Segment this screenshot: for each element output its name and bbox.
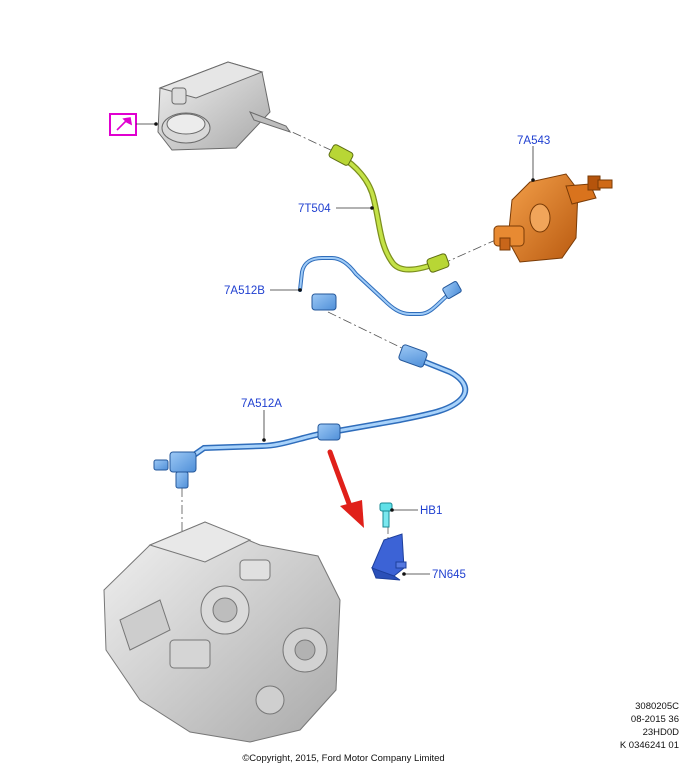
callout-7a543: 7A543: [517, 135, 550, 147]
leader-dots: [154, 122, 535, 576]
clutch-cylinder: [493, 173, 613, 263]
direction-arrow: [327, 449, 364, 528]
clutch-tube-b: [298, 256, 462, 316]
leader-lines: [263, 146, 534, 575]
assembly-centerlines: [181, 117, 501, 580]
clutch-tube-a: [153, 344, 469, 489]
callout-7t504: 7T504: [298, 203, 331, 215]
wrench-icon: [116, 117, 133, 131]
fluid-reservoir: [157, 61, 292, 151]
bracket: [371, 533, 407, 581]
callout-hb1: HB1: [420, 505, 442, 517]
callout-7n645: 7N645: [432, 569, 466, 581]
transmission: [103, 521, 341, 743]
ref-code: 3080205C: [635, 701, 679, 712]
callout-7a512b: 7A512B: [224, 285, 265, 297]
date-code: 08-2015 36: [630, 714, 679, 725]
diagram-meta: 3080205C 08-2015 36 23HD0D K 0346241 01: [620, 700, 679, 752]
part-ref: K 0346241 01: [619, 740, 679, 751]
bolt: [379, 502, 393, 528]
callout-7a512a: 7A512A: [241, 398, 282, 410]
reservoir-hose: [328, 144, 450, 273]
model-code: 23HD0D: [642, 727, 679, 738]
copyright-notice: ©Copyright, 2015, Ford Motor Company Lim…: [242, 753, 445, 764]
fluid-fill-symbol: [109, 113, 156, 136]
